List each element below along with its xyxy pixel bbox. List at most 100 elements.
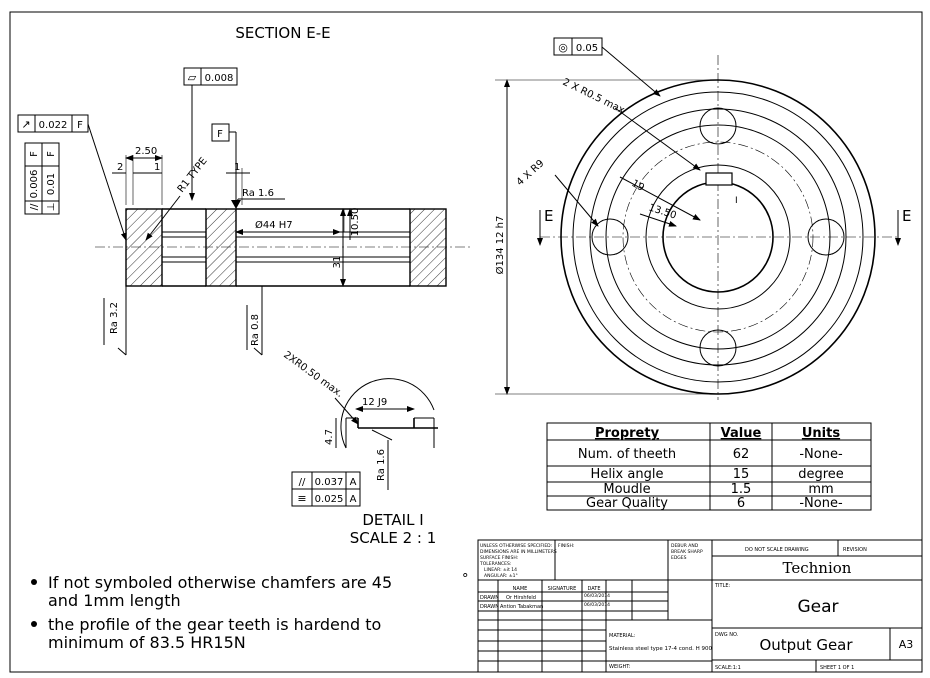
svg-text:0.05: 0.05 <box>576 43 598 54</box>
sheet-border <box>9 11 923 673</box>
table-cell: 6 <box>737 496 745 511</box>
runout-frame: ↗ 0.022 F <box>17 114 127 241</box>
table-cell: -None- <box>799 447 843 462</box>
svg-text:4 X R9: 4 X R9 <box>515 158 547 188</box>
section-title: SECTION E-E <box>235 24 330 42</box>
vertical-frames: // 0.006 F ⊥ 0.01 F <box>24 142 60 215</box>
note-2-line-2: minimum of 83.5 HR15N <box>48 633 246 652</box>
company-name: Technion <box>783 559 852 577</box>
svg-text:0.006: 0.006 <box>29 170 40 199</box>
flatness-frame: ⏥ 0.008 <box>183 67 238 201</box>
svg-text:Ra 0.8: Ra 0.8 <box>250 314 261 346</box>
svg-text:DRAWN: DRAWN <box>480 604 499 610</box>
svg-text:BREAK SHARP: BREAK SHARP <box>671 549 703 555</box>
table-header: Value <box>721 426 762 441</box>
svg-text://: // <box>29 203 40 210</box>
svg-text:2.50: 2.50 <box>135 146 157 157</box>
svg-text:SCALE:1:1: SCALE:1:1 <box>715 665 741 671</box>
table-cell: 15 <box>733 467 750 482</box>
svg-text:Ra 3.2: Ra 3.2 <box>109 302 120 334</box>
svg-text:1: 1 <box>154 162 160 173</box>
title-block: UNLESS OTHERWISE SPECIFIED: DIMENSIONS A… <box>477 539 923 673</box>
svg-text:REVISION: REVISION <box>843 547 867 553</box>
svg-text:0.037: 0.037 <box>315 477 344 488</box>
svg-text:06/03/2014: 06/03/2014 <box>584 602 610 608</box>
svg-text:MATERIAL:: MATERIAL: <box>609 633 636 639</box>
svg-text:TOLERANCES:: TOLERANCES: <box>479 561 511 567</box>
section-view <box>95 208 470 287</box>
svg-text:DWG NO.: DWG NO. <box>715 632 739 638</box>
svg-text:2XR0.50 max.: 2XR0.50 max. <box>281 350 345 400</box>
svg-text:F: F <box>77 120 83 131</box>
svg-text:0.022: 0.022 <box>39 120 68 131</box>
svg-text:2 X R0.5 max: 2 X R0.5 max <box>561 77 626 116</box>
svg-text:31: 31 <box>332 256 343 269</box>
table-cell: Num. of theeth <box>578 447 676 462</box>
svg-text:06/03/2014: 06/03/2014 <box>584 593 610 599</box>
svg-text:Or Hirshfeld: Or Hirshfeld <box>506 595 536 601</box>
svg-text:DIMENSIONS ARE IN MILLIMETERS: DIMENSIONS ARE IN MILLIMETERS <box>480 549 557 555</box>
svg-text:2: 2 <box>117 162 123 173</box>
svg-text:≡: ≡ <box>297 492 306 505</box>
svg-text:R1 TYPE: R1 TYPE <box>176 156 210 195</box>
detail-frames: // 0.037 A ≡ 0.025 A <box>291 471 361 507</box>
svg-text:DEBUR AND: DEBUR AND <box>671 543 699 549</box>
svg-text:0.008: 0.008 <box>205 73 234 84</box>
table-cell: degree <box>798 467 844 482</box>
table-header: Proprety <box>595 426 660 441</box>
property-table: Proprety Value Units Num. of theeth 62 -… <box>546 422 872 511</box>
ra-bottom: Ra 3.2 Ra 0.8 <box>103 286 263 356</box>
svg-text:ANGULAR: ±1°: ANGULAR: ±1° <box>484 573 518 579</box>
svg-text:F: F <box>217 129 223 140</box>
svg-text:EDGES: EDGES <box>671 555 687 561</box>
svg-text:0.01: 0.01 <box>46 173 57 195</box>
svg-text:0.025: 0.025 <box>315 494 344 505</box>
svg-text:A3: A3 <box>899 638 914 651</box>
table-cell: -None- <box>799 496 843 511</box>
svg-text:12 J9: 12 J9 <box>362 397 387 408</box>
svg-text:SURFACE FINISH:: SURFACE FINISH: <box>480 555 518 561</box>
svg-text:SIGNATURE: SIGNATURE <box>548 586 577 592</box>
table-header: Units <box>802 426 840 441</box>
svg-text:DRAWN: DRAWN <box>480 595 499 601</box>
svg-text:Ø134 12 h7: Ø134 12 h7 <box>494 216 506 275</box>
svg-text:TITLE:: TITLE: <box>714 583 731 589</box>
front-dims: ◎ 0.05 2 X R0.5 max 4 X R9 19 13.50 Ø134… <box>494 37 911 395</box>
note-1-line-2: and 1mm length <box>48 591 181 610</box>
front-view: I <box>540 55 900 400</box>
svg-text://: // <box>299 477 306 488</box>
svg-text:Antion Tabakman: Antion Tabakman <box>500 604 543 610</box>
bore-dim: Ø44 H7 10.50 31 <box>235 208 361 287</box>
svg-text:SHEET 1 OF 1: SHEET 1 OF 1 <box>820 665 854 671</box>
svg-text:Ø44 H7: Ø44 H7 <box>255 219 293 231</box>
svg-text:A: A <box>350 494 357 505</box>
svg-text:4.7: 4.7 <box>324 429 335 445</box>
svg-text:DATE: DATE <box>587 586 600 592</box>
table-cell: 62 <box>733 447 750 462</box>
svg-text:10.50: 10.50 <box>350 208 361 237</box>
note-1-line-1: If not symboled otherwise chamfers are 4… <box>48 573 392 592</box>
drawing-title: Gear <box>797 597 838 617</box>
svg-text:1: 1 <box>234 162 240 173</box>
svg-text:DO NOT SCALE DRAWING: DO NOT SCALE DRAWING <box>745 547 809 553</box>
svg-text:⊥: ⊥ <box>46 203 57 212</box>
svg-text:⏥: ⏥ <box>188 71 197 84</box>
detail-view: 12 J9 4.7 2XR0.50 max. Ra 1.6 <box>281 350 438 490</box>
svg-text:UNLESS OTHERWISE SPECIFIED:: UNLESS OTHERWISE SPECIFIED: <box>480 543 552 549</box>
svg-text:I: I <box>735 196 738 206</box>
table-cell: mm <box>808 482 833 497</box>
svg-text:A: A <box>350 477 357 488</box>
svg-text:Stainless steel type 17-4 cond: Stainless steel type 17-4 cond. H 900 <box>609 646 712 652</box>
table-cell: Gear Quality <box>586 496 668 511</box>
notes: If not symboled otherwise chamfers are 4… <box>31 572 469 652</box>
svg-text:F: F <box>29 151 40 157</box>
svg-text:FINISH:: FINISH: <box>558 543 574 549</box>
svg-text:E: E <box>544 207 553 225</box>
svg-text:Ra 1.6: Ra 1.6 <box>242 188 274 199</box>
svg-text:E: E <box>902 207 911 225</box>
svg-text:LINEAR: ±it 14: LINEAR: ±it 14 <box>484 567 517 573</box>
svg-text:↗: ↗ <box>21 118 30 131</box>
svg-text:WEIGHT:: WEIGHT: <box>609 664 631 670</box>
svg-text:◎: ◎ <box>558 41 568 54</box>
